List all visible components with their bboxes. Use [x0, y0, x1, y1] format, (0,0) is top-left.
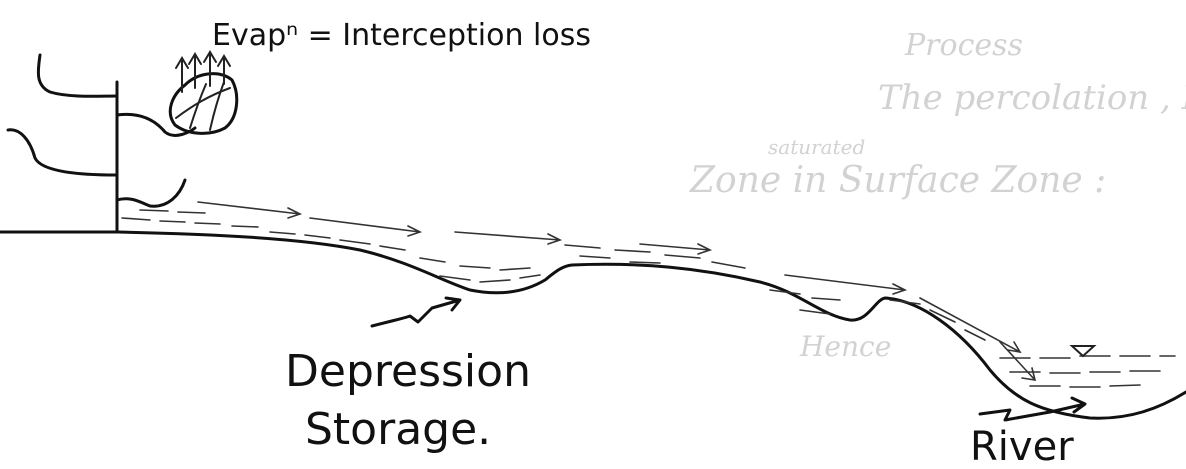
river-pointer-arrow — [980, 398, 1085, 420]
overland-flow-lines — [122, 202, 1020, 352]
ground-profile — [0, 232, 1186, 418]
depression-pointer-arrow — [372, 298, 460, 326]
river-water-level — [1000, 342, 1175, 387]
evaporation-label: Evapⁿ = Interception loss — [212, 18, 591, 53]
branch-lower-right — [117, 180, 185, 206]
water-level-symbol — [1072, 346, 1094, 356]
leaf-vein — [210, 82, 224, 130]
branch-right — [117, 114, 195, 135]
leaf-canopy — [170, 74, 236, 134]
depression-storage-label-line1: Depression — [285, 346, 531, 397]
branch-middle-left — [8, 130, 117, 175]
depression-storage-label-line2: Storage. — [305, 404, 491, 455]
branch-top-left — [38, 55, 117, 96]
river-label: River — [970, 424, 1074, 469]
